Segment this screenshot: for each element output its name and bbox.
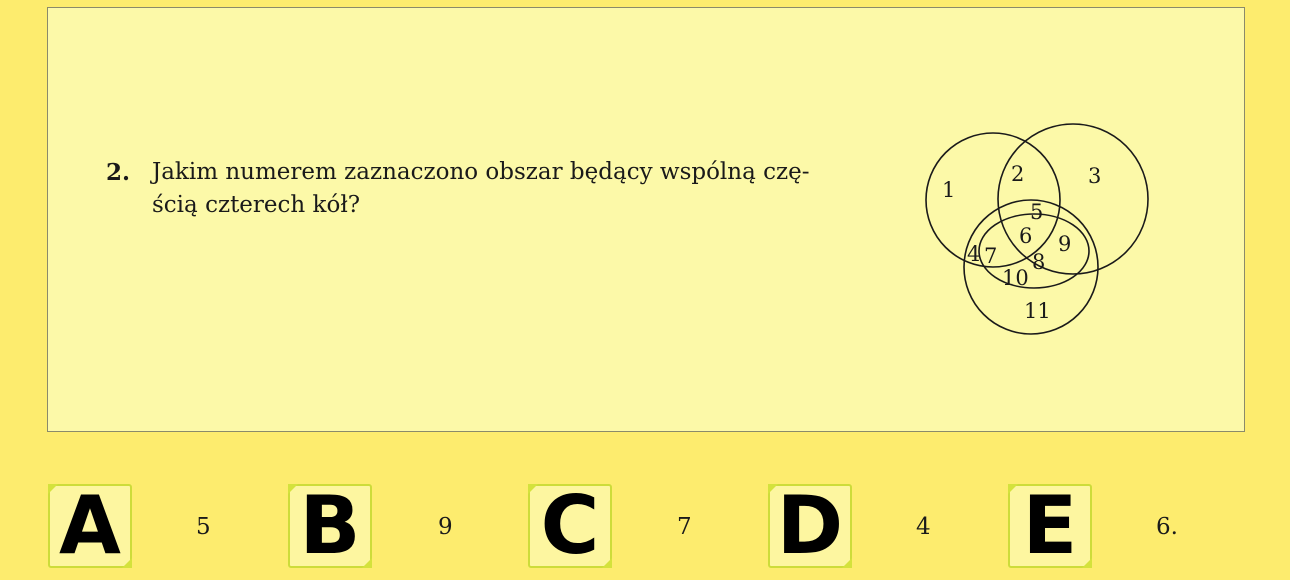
question-line-2: ścią czterech kół?: [152, 192, 361, 218]
answer-b-value: 9: [438, 514, 453, 540]
answer-b-button[interactable]: B: [288, 484, 372, 568]
answer-c-value: 7: [677, 514, 692, 540]
venn-label-5: 5: [1030, 200, 1043, 224]
question-number: 2.: [106, 159, 131, 186]
answer-e-value: 6.: [1156, 514, 1178, 540]
answer-d-button[interactable]: D: [768, 484, 852, 568]
answer-a-button[interactable]: A: [48, 484, 132, 568]
question-panel: 2. Jakim numerem zaznaczono obszar będąc…: [47, 7, 1245, 432]
venn-circle-1: [925, 132, 1061, 268]
venn-label-4: 4: [967, 242, 980, 266]
answer-d-value: 4: [916, 514, 931, 540]
venn-circle-2: [997, 123, 1149, 275]
venn-diagram: 1 2 3 5 6 9 4 7 8 10 11: [925, 123, 1149, 335]
venn-label-9: 9: [1058, 232, 1071, 256]
venn-label-7: 7: [984, 244, 997, 268]
venn-ellipse-4: [978, 213, 1090, 289]
question-text: 2. Jakim numerem zaznaczono obszar będąc…: [106, 156, 872, 222]
venn-label-1: 1: [942, 178, 955, 202]
venn-label-6: 6: [1019, 224, 1032, 248]
answer-e-button[interactable]: E: [1008, 484, 1092, 568]
venn-label-11: 11: [1024, 299, 1051, 323]
answer-a-value: 5: [196, 514, 211, 540]
question-line-1: Jakim numerem zaznaczono obszar będący w…: [152, 159, 810, 185]
answer-c-button[interactable]: C: [528, 484, 612, 568]
venn-label-10: 10: [1002, 266, 1029, 290]
venn-label-2: 2: [1011, 162, 1024, 186]
venn-label-3: 3: [1088, 164, 1101, 188]
venn-circle-3: [963, 199, 1099, 335]
venn-label-8: 8: [1032, 250, 1045, 274]
